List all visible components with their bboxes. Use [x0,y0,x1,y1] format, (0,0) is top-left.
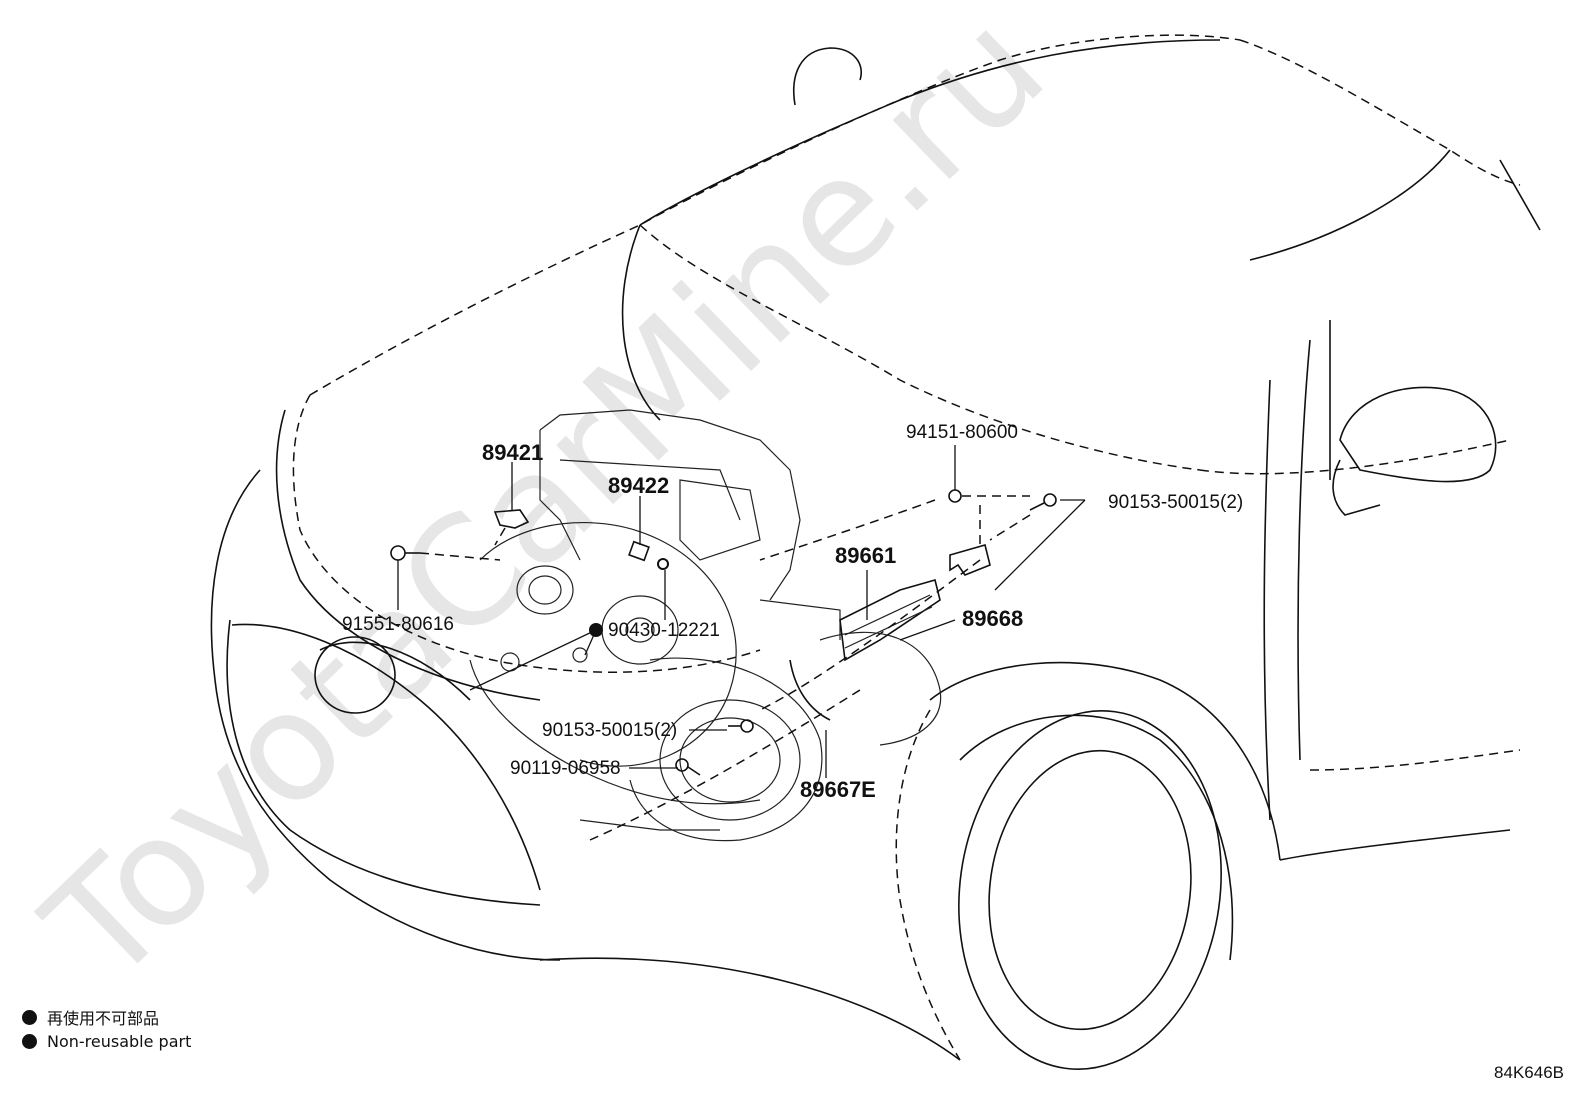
legend-row-en: Non-reusable part [22,1029,191,1053]
label-91551-80616: 91551-80616 [342,614,454,635]
watermark-text: ToyotaCarMine.ru [13,0,1077,1017]
bolt-90153-top [1029,493,1057,511]
label-90119-06958: 90119-06958 [510,758,621,779]
legend-row-jp: 再使用不可部品 [22,1005,191,1029]
legend-text-en: Non-reusable part [47,1031,192,1051]
label-89667E: 89667E [800,777,876,802]
legend-text-jp: 再使用不可部品 [47,1009,160,1028]
legend: 再使用不可部品 Non-reusable part [22,1005,191,1053]
bolt-90153-low [728,719,754,733]
bracket-89668 [949,544,991,576]
label-89668: 89668 [962,606,1023,631]
wire-harness-89667E [789,659,831,721]
label-90153-50015-low: 90153-50015(2) [542,720,677,741]
label-89421: 89421 [482,440,543,465]
label-90153-50015-top: 90153-50015(2) [1108,492,1243,513]
gasket-90430 [657,558,669,570]
bolt-90119 [675,758,701,776]
leader-lines [397,445,1086,841]
ecu-module-89661 [839,579,941,662]
car-body-outline [210,34,1541,1070]
label-94151-80600: 94151-80600 [906,422,1018,443]
non-reusable-dot-icon [22,1009,37,1025]
sensor-89422 [628,540,650,562]
drawing-code: 84K646B [1494,1063,1564,1082]
sensor-89421 [493,509,530,529]
nut-94151 [948,489,962,503]
label-89422: 89422 [608,473,669,498]
label-90430-12221: 90430-12221 [608,620,720,641]
label-89661: 89661 [835,543,896,568]
non-reusable-dot-icon [22,1033,37,1049]
